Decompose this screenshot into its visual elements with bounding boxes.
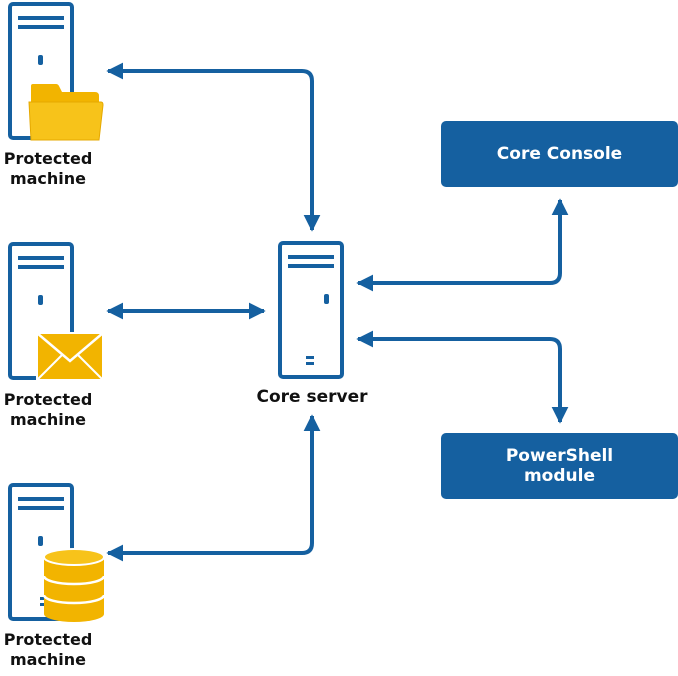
folder-icon [28, 84, 104, 141]
arrow-core-to-machine-3 [106, 414, 321, 562]
arrow-core-to-machine-1 [106, 62, 321, 232]
protected-machine-3-label: Protected machine [0, 630, 103, 670]
core-server-label-text: Core server [256, 387, 368, 407]
machine-2-label-line2: machine [9, 410, 87, 429]
machine-3-label-line2: machine [9, 650, 87, 669]
database-icon [42, 548, 106, 622]
powershell-label-line2: module [523, 466, 595, 486]
protected-machine-1-label: Protected machine [0, 149, 103, 189]
machine-1-label-line2: machine [9, 169, 87, 188]
arrow-core-to-console [356, 198, 569, 292]
machine-1-label-line1: Protected [3, 149, 93, 168]
machine-3-label-line1: Protected [3, 630, 93, 649]
protected-machine-2-label: Protected machine [0, 390, 103, 430]
core-server-label: Core server [242, 387, 382, 407]
powershell-label-line1: PowerShell [505, 446, 614, 466]
powershell-module-box: PowerShell module [441, 433, 678, 499]
envelope-icon [36, 332, 104, 381]
core-server-icon [278, 241, 344, 379]
arrow-core-to-powershell [356, 330, 569, 424]
core-console-label: Core Console [496, 144, 623, 164]
core-console-box: Core Console [441, 121, 678, 187]
machine-2-label-line1: Protected [3, 390, 93, 409]
